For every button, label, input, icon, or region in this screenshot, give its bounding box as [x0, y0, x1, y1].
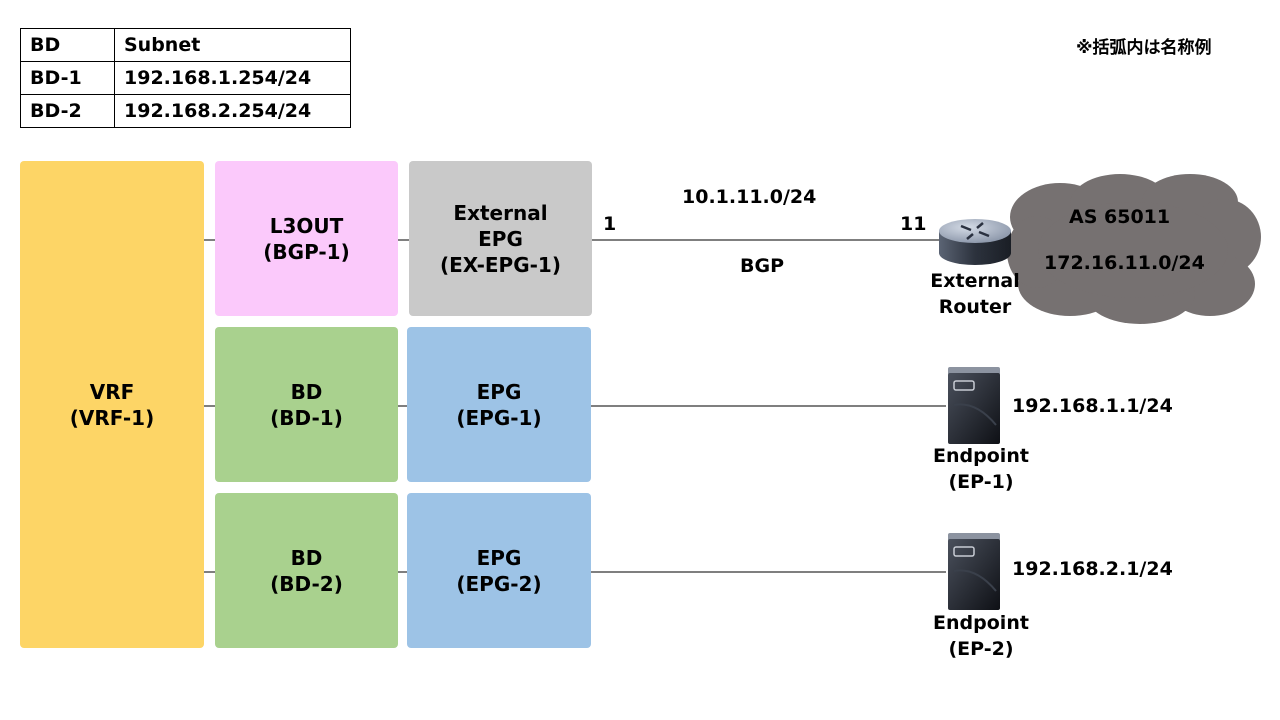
bd2-name: (BD-2) [270, 571, 343, 596]
ep2-label-1: Endpoint [933, 612, 1029, 634]
link-right-address: 11 [900, 213, 927, 235]
link-subnet-label: 10.1.11.0/24 [682, 186, 817, 208]
table-cell: BD-2 [20, 94, 115, 128]
ep2-ip-label: 192.168.2.1/24 [1012, 558, 1173, 580]
server-icon [948, 367, 1000, 444]
bgp-link-line [592, 239, 942, 241]
table-row: BD-1 192.168.1.254/24 [20, 61, 351, 95]
epg2-label: EPG [476, 545, 522, 570]
bd1-label: BD [290, 379, 323, 404]
router-icon [939, 219, 1011, 265]
connector-line [398, 405, 407, 407]
vrf-name: (VRF-1) [69, 405, 155, 430]
server-icon [948, 533, 1000, 610]
bd1-box: BD (BD-1) [215, 327, 398, 482]
bd2-label: BD [290, 545, 323, 570]
ep1-label-2: (EP-1) [948, 471, 1014, 493]
ep1-ip-label: 192.168.1.1/24 [1012, 395, 1173, 417]
connector-line [398, 239, 409, 241]
as-cloud-shape [1007, 174, 1261, 324]
epg2-name: (EPG-2) [456, 571, 542, 596]
ep1-link-line [591, 405, 946, 407]
connector-line [204, 239, 215, 241]
router-label: External Router [925, 268, 1025, 320]
ep1-label: Endpoint (EP-1) [921, 443, 1041, 495]
l3out-label: L3OUT [269, 213, 344, 238]
epg1-label: EPG [476, 379, 522, 404]
bd1-name: (BD-1) [270, 405, 343, 430]
external-epg-box: External EPG (EX-EPG-1) [409, 161, 592, 316]
table-cell: 192.168.2.254/24 [114, 94, 351, 128]
external-epg-name: (EX-EPG-1) [440, 252, 561, 277]
link-left-address: 1 [603, 213, 617, 235]
vrf-box: VRF (VRF-1) [20, 161, 204, 648]
cloud-as-label: AS 65011 [1069, 206, 1171, 228]
ep2-label-2: (EP-2) [948, 638, 1014, 660]
ep1-label-1: Endpoint [933, 445, 1029, 467]
l3out-name: (BGP-1) [263, 239, 350, 264]
connector-line [398, 571, 407, 573]
table-header-row: BD Subnet [20, 28, 351, 62]
table-cell: BD-1 [20, 61, 115, 95]
router-label-1: External [930, 270, 1020, 292]
bd-subnet-table: BD Subnet BD-1 192.168.1.254/24 BD-2 192… [20, 28, 351, 128]
epg1-box: EPG (EPG-1) [407, 327, 591, 482]
connector-line [204, 405, 215, 407]
link-protocol-label: BGP [740, 255, 785, 277]
ep2-link-line [591, 571, 946, 573]
vrf-label: VRF [89, 379, 135, 404]
connector-line [204, 571, 215, 573]
cloud-prefix-label: 172.16.11.0/24 [1044, 252, 1205, 274]
table-cell: 192.168.1.254/24 [114, 61, 351, 95]
note-text: ※括弧内は名称例 [1076, 38, 1212, 58]
l3out-box: L3OUT (BGP-1) [215, 161, 398, 316]
table-row: BD-2 192.168.2.254/24 [20, 94, 351, 128]
epg1-name: (EPG-1) [456, 405, 542, 430]
external-epg-label-2: EPG [478, 226, 523, 251]
ep2-label: Endpoint (EP-2) [921, 610, 1041, 662]
epg2-box: EPG (EPG-2) [407, 493, 591, 648]
router-label-2: Router [938, 296, 1012, 318]
table-header-cell: BD [20, 28, 115, 62]
external-epg-label-1: External [453, 200, 548, 225]
bd2-box: BD (BD-2) [215, 493, 398, 648]
table-header-cell: Subnet [114, 28, 351, 62]
